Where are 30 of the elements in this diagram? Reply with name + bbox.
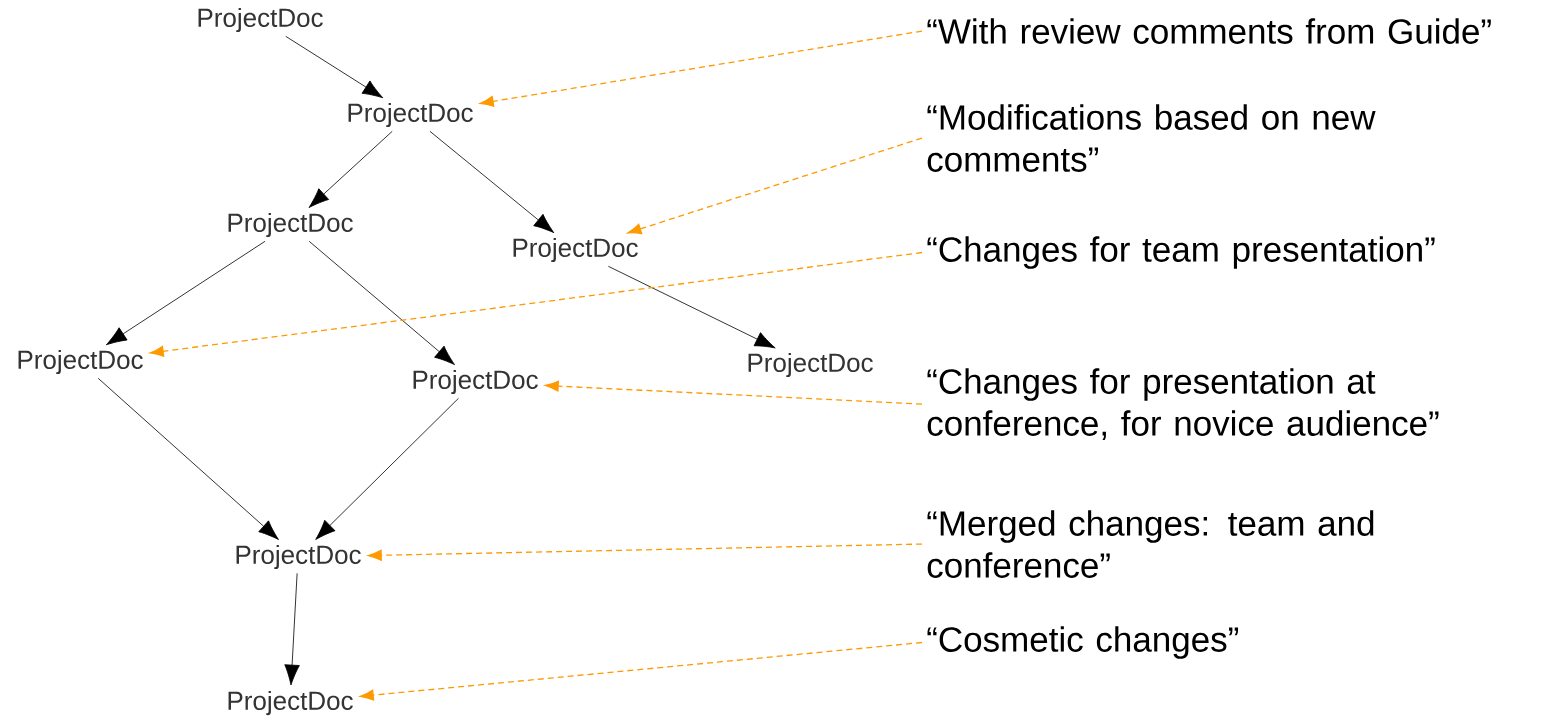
annotation-text: “Cosmetic changes” <box>927 626 1239 659</box>
arrow <box>308 130 393 208</box>
document-label: ProjectDoc <box>748 352 873 378</box>
leader-line <box>149 251 923 357</box>
document-label: ProjectDoc <box>236 544 361 570</box>
leader-line <box>367 543 923 561</box>
document-label: ProjectDoc <box>348 102 473 128</box>
document-label: ProjectDoc <box>228 212 353 238</box>
arrow <box>284 572 300 686</box>
leader-line <box>627 137 923 235</box>
leader-line <box>359 641 923 701</box>
annotation-text: “Modifications based on new comments” <box>927 104 1376 172</box>
arrow <box>308 240 455 365</box>
document-label: ProjectDoc <box>513 237 638 263</box>
arrow <box>429 130 555 233</box>
arrow <box>106 240 266 346</box>
arrow <box>607 265 776 349</box>
arrow <box>285 35 384 99</box>
annotation-text: “Changes for team presentation” <box>927 236 1435 269</box>
arrow <box>97 377 279 540</box>
annotation-text: “With review comments from Guide” <box>927 18 1491 44</box>
arrow <box>315 397 459 540</box>
annotation-text: “Changes for presentation at conference, for novice audience” <box>927 368 1439 441</box>
leader-line <box>479 30 923 107</box>
document-label: ProjectDoc <box>198 7 323 33</box>
document-label: ProjectDoc <box>18 349 143 375</box>
document-label: ProjectDoc <box>413 369 538 395</box>
annotation-text: “Merged changes: team and conference” <box>927 510 1374 578</box>
leader-line <box>544 380 923 405</box>
document-label: ProjectDoc <box>228 690 353 716</box>
